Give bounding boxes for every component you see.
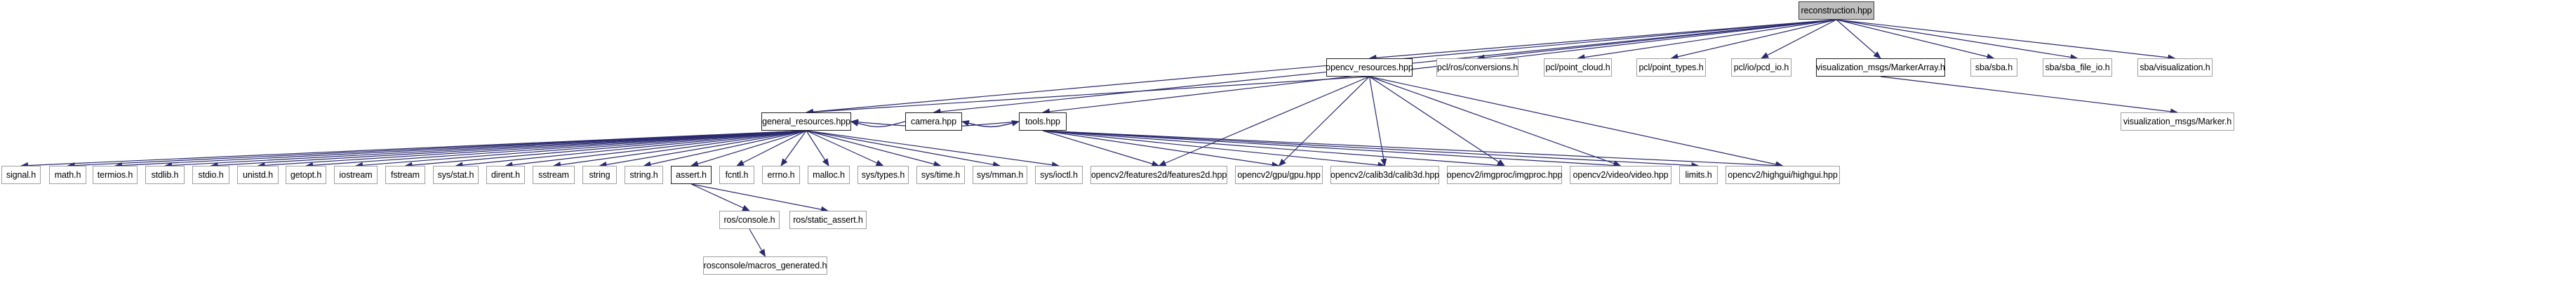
graph-edge bbox=[806, 76, 1370, 115]
graph-edge bbox=[850, 120, 906, 128]
graph-edge bbox=[455, 130, 807, 169]
graph-node-opencv2-gpu-gpu-hpp[interactable]: opencv2/gpu/gpu.hpp bbox=[1235, 166, 1323, 184]
graph-node-ros-console-h[interactable]: ros/console.h bbox=[719, 211, 780, 229]
graph-node-sstream[interactable]: sstream bbox=[533, 166, 575, 184]
graph-node-pcl-io-pcd-io-h[interactable]: pcl/io/pcd_io.h bbox=[1731, 58, 1791, 77]
graph-node-getopt-h[interactable]: getopt.h bbox=[286, 166, 326, 184]
graph-node-general-resources-hpp[interactable]: general_resources.hpp bbox=[761, 112, 851, 131]
graph-node-sba-sba-h[interactable]: sba/sba.h bbox=[1970, 58, 2017, 77]
graph-edge bbox=[1836, 19, 2078, 60]
graph-edge bbox=[1577, 19, 1837, 60]
graph-node-iostream[interactable]: iostream bbox=[334, 166, 378, 184]
graph-edge bbox=[505, 130, 807, 169]
graph-node-sba-visualization-h[interactable]: sba/visualization.h bbox=[2137, 58, 2213, 77]
graph-edge bbox=[1836, 19, 1881, 59]
graph-edge bbox=[1042, 130, 1784, 169]
graph-node-sys-time-h[interactable]: sys/time.h bbox=[916, 166, 965, 184]
graph-node-signal-h[interactable]: signal.h bbox=[1, 166, 41, 184]
graph-node-opencv2-video-video-hpp[interactable]: opencv2/video/video.hpp bbox=[1570, 166, 1671, 184]
graph-edge bbox=[1836, 19, 1995, 60]
graph-edge bbox=[67, 130, 807, 169]
graph-edge bbox=[806, 130, 829, 167]
graph-node-visualization-msgs-marker-h[interactable]: visualization_msgs/Marker.h bbox=[2121, 112, 2234, 131]
graph-edge bbox=[1761, 19, 1837, 59]
graph-node-string[interactable]: string bbox=[582, 166, 617, 184]
graph-edge bbox=[553, 130, 807, 169]
graph-edge bbox=[1042, 130, 1505, 169]
graph-node-dirent-h[interactable]: dirent.h bbox=[486, 166, 525, 184]
graph-edge bbox=[1158, 76, 1370, 167]
graph-edge bbox=[749, 228, 766, 257]
graph-node-camera-hpp[interactable]: camera.hpp bbox=[905, 112, 962, 131]
graph-node-visualization-msgs-markerarray-h[interactable]: visualization_msgs/MarkerArray.h bbox=[1816, 58, 1945, 77]
graph-edge bbox=[961, 120, 1020, 128]
graph-edge bbox=[20, 130, 807, 169]
graph-node-opencv2-highgui-highgui-hpp[interactable]: opencv2/highgui/highgui.hpp bbox=[1726, 166, 1840, 184]
graph-edge bbox=[1368, 19, 1837, 61]
graph-edge bbox=[1880, 76, 2178, 115]
graph-edge bbox=[806, 130, 942, 167]
graph-node-errno-h[interactable]: errno.h bbox=[762, 166, 800, 184]
graph-node-reconstruction-hpp[interactable]: reconstruction.hpp bbox=[1798, 1, 1874, 20]
graph-node-assert-h[interactable]: assert.h bbox=[671, 166, 712, 184]
graph-node-malloc-h[interactable]: malloc.h bbox=[808, 166, 850, 184]
graph-node-sys-mman-h[interactable]: sys/mman.h bbox=[973, 166, 1027, 184]
graph-edge bbox=[736, 130, 807, 167]
graph-node-fstream[interactable]: fstream bbox=[385, 166, 425, 184]
graph-node-stdio-h[interactable]: stdio.h bbox=[192, 166, 229, 184]
graph-node-sys-types-h[interactable]: sys/types.h bbox=[857, 166, 909, 184]
graph-node-opencv-resources-hpp[interactable]: opencv_resources.hpp bbox=[1326, 58, 1413, 77]
graph-edge bbox=[1042, 130, 1280, 168]
graph-node-opencv2-calib3d-calib3d-hpp[interactable]: opencv2/calib3d/calib3d.hpp bbox=[1330, 166, 1439, 184]
graph-edge bbox=[1369, 76, 1505, 167]
graph-edge bbox=[1670, 19, 1837, 60]
graph-edge bbox=[305, 130, 807, 169]
graph-edge bbox=[780, 130, 807, 167]
graph-edge bbox=[1042, 130, 1160, 167]
graph-edge bbox=[164, 130, 807, 169]
graph-edge bbox=[806, 130, 1060, 169]
graph-node-pcl-point-cloud-h[interactable]: pcl/point_cloud.h bbox=[1544, 58, 1612, 77]
graph-node-sba-sba-file-io-h[interactable]: sba/sba_file_io.h bbox=[2043, 58, 2112, 77]
graph-edge bbox=[690, 183, 750, 211]
graph-edge bbox=[404, 130, 807, 169]
graph-node-tools-hpp[interactable]: tools.hpp bbox=[1019, 112, 1067, 131]
graph-edge bbox=[806, 130, 884, 167]
graph-node-math-h[interactable]: math.h bbox=[49, 166, 86, 184]
graph-node-sys-ioctl-h[interactable]: sys/ioctl.h bbox=[1035, 166, 1083, 184]
graph-edge bbox=[210, 130, 807, 169]
graph-edge bbox=[1836, 19, 2176, 61]
graph-edge bbox=[1042, 130, 1622, 169]
graph-node-termios-h[interactable]: termios.h bbox=[93, 166, 138, 184]
graph-node-opencv2-features2d-features2d-hpp[interactable]: opencv2/features2d/features2d.hpp bbox=[1090, 166, 1227, 184]
graph-node-string-h[interactable]: string.h bbox=[625, 166, 663, 184]
graph-edge bbox=[1042, 130, 1700, 169]
graph-edge bbox=[1368, 76, 1387, 167]
graph-edge bbox=[114, 130, 807, 169]
graph-edge bbox=[690, 183, 829, 213]
graph-node-sys-stat-h[interactable]: sys/stat.h bbox=[433, 166, 479, 184]
graph-node-fcntl-h[interactable]: fcntl.h bbox=[719, 166, 754, 184]
graph-node-ros-static-assert-h[interactable]: ros/static_assert.h bbox=[789, 211, 867, 229]
graph-node-pcl-point-types-h[interactable]: pcl/point_types.h bbox=[1636, 58, 1706, 77]
graph-edge bbox=[1476, 19, 1837, 61]
graph-edge bbox=[599, 130, 807, 168]
graph-edge bbox=[1369, 76, 1622, 167]
graph-node-opencv2-imgproc-imgproc-hpp[interactable]: opencv2/imgproc/imgproc.hpp bbox=[1447, 166, 1562, 184]
graph-edge bbox=[961, 120, 1020, 128]
graph-node-rosconsole-macros-generated-h[interactable]: rosconsole/macros_generated.h bbox=[703, 256, 827, 275]
graph-node-pcl-ros-conversions-h[interactable]: pcl/ros/conversions.h bbox=[1436, 58, 1519, 77]
graph-edge bbox=[806, 130, 1001, 168]
graph-edge bbox=[1042, 130, 1386, 169]
graph-node-limits-h[interactable]: limits.h bbox=[1679, 166, 1718, 184]
graph-edge bbox=[1278, 76, 1370, 167]
graph-edge bbox=[355, 130, 807, 169]
graph-edge bbox=[690, 130, 807, 167]
graph-edge bbox=[643, 130, 807, 168]
graph-node-stdlib-h[interactable]: stdlib.h bbox=[145, 166, 185, 184]
graph-edge bbox=[1369, 76, 1784, 168]
graph-edge bbox=[257, 130, 807, 169]
graph-node-unistd-h[interactable]: unistd.h bbox=[237, 166, 279, 184]
